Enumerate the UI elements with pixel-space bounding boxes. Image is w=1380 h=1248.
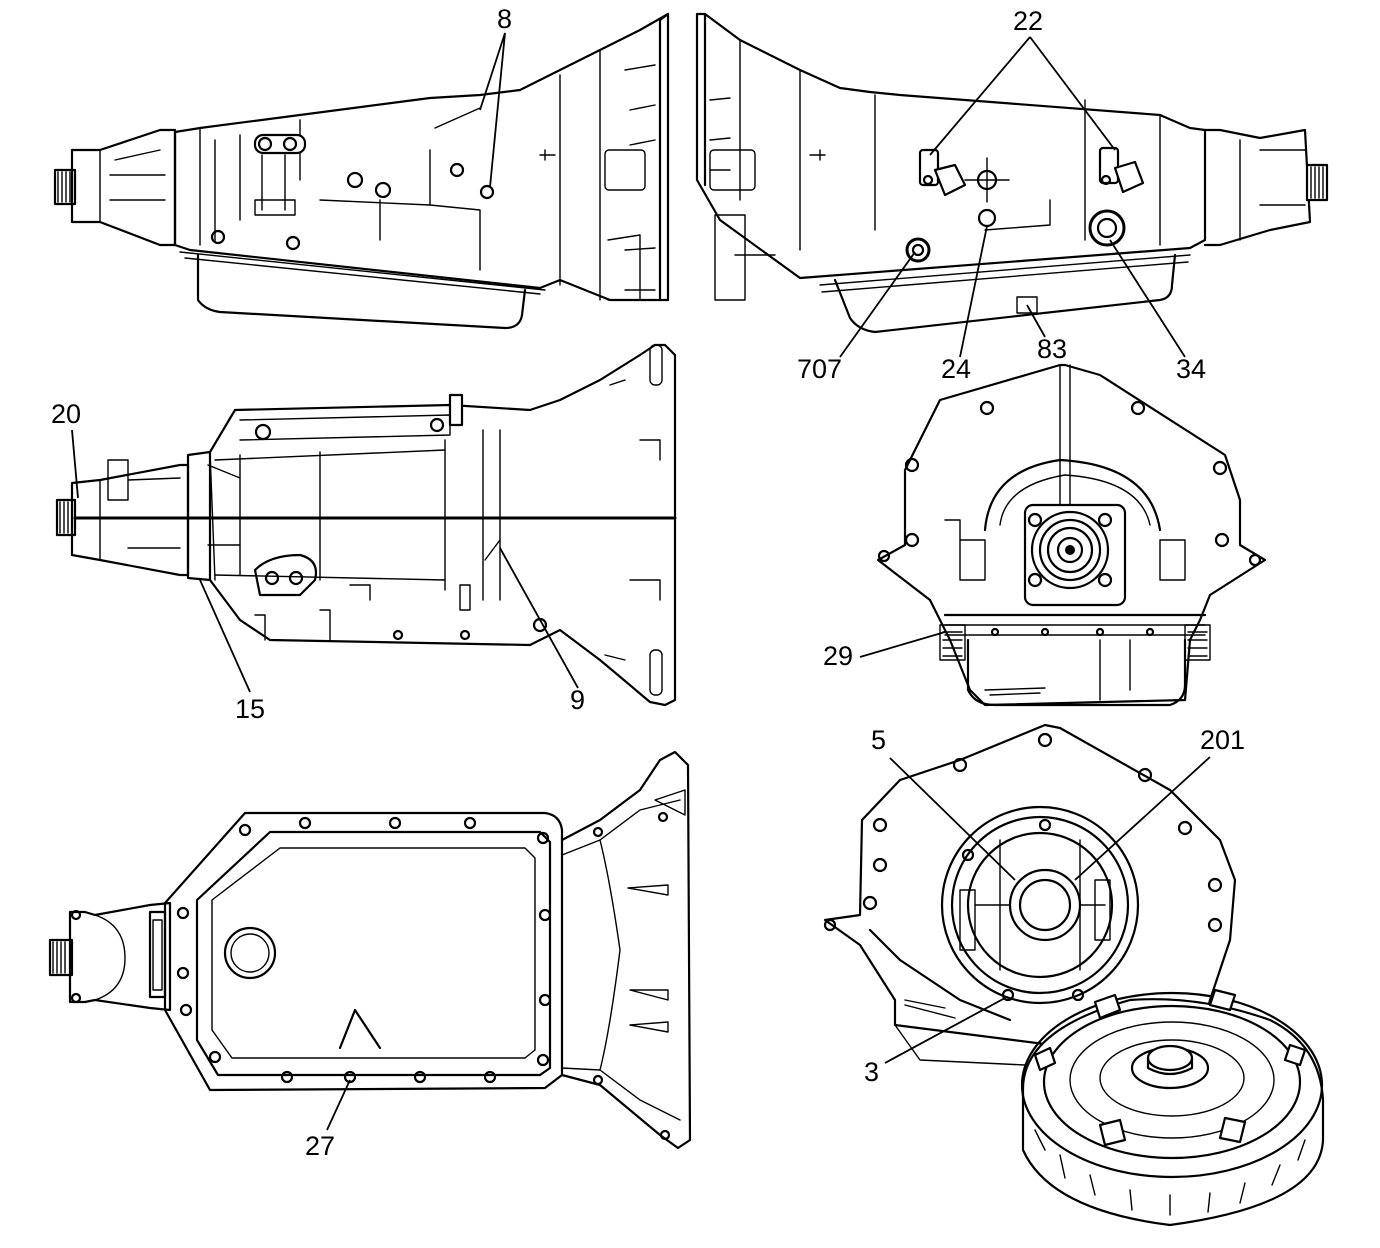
callout-34: 34 — [1176, 354, 1206, 384]
callout-8: 8 — [497, 4, 512, 34]
callout-leaders — [71, 32, 1211, 1131]
callout-20: 20 — [51, 399, 81, 429]
callout-5: 5 — [871, 725, 886, 755]
callout-27: 27 — [305, 1131, 335, 1161]
callout-201: 201 — [1200, 725, 1245, 755]
callout-24: 24 — [941, 354, 971, 384]
view-front-converter — [823, 723, 1325, 1227]
callout-707: 707 — [797, 354, 842, 384]
callout-15: 15 — [235, 694, 265, 724]
view-right-side — [695, 12, 1329, 334]
view-rear-end — [876, 363, 1267, 707]
callout-3: 3 — [864, 1057, 879, 1087]
callout-labels: 8 22 707 24 83 34 20 15 9 29 5 201 3 27 — [51, 4, 1245, 1161]
view-left-side — [53, 12, 670, 330]
torque-converter — [1020, 988, 1325, 1227]
callout-22: 22 — [1013, 6, 1043, 36]
view-top — [55, 343, 677, 707]
callout-29: 29 — [823, 641, 853, 671]
callout-9: 9 — [570, 685, 585, 715]
callout-83: 83 — [1037, 334, 1067, 364]
view-bottom — [48, 750, 692, 1150]
